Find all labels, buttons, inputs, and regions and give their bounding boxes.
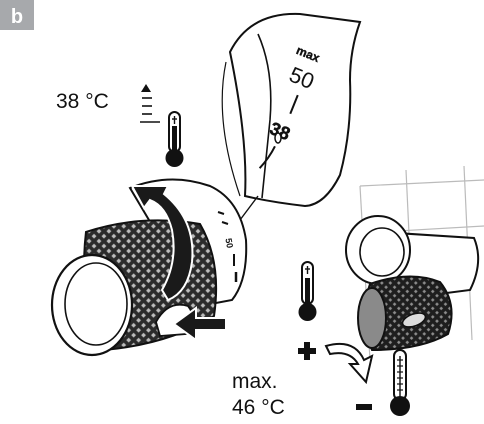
callout-index-dot [274,132,282,144]
callout-inner-edge [257,33,272,199]
arrow-up-icon [141,84,151,92]
thermostatic-knob: 50 [50,178,248,357]
callout-card [228,12,362,208]
max-temperature-label: max. [232,370,278,393]
mini-scale-ticks [140,97,160,123]
knob-scale-50: 50 [223,237,235,249]
curved-arrow-icon [324,342,374,385]
installed-valve [345,165,484,361]
panel-badge-label: b [11,6,23,28]
minus-icon [356,404,372,410]
adjust-direction [298,342,410,416]
plus-icon [298,342,316,360]
callout-shadow-edge [221,61,241,197]
knob-end-cap-face [64,262,128,346]
callout-tick [289,94,299,115]
panel-badge: b [0,0,34,30]
thermometer-icon [165,111,184,167]
top-temperature-value: 38 °C [56,90,109,113]
max-temperature-reading: max. 46 °C [232,370,285,419]
valve-lock-button [401,312,427,328]
valve-knob-cap [357,287,387,349]
max-temperature-value: 46 °C [232,396,285,419]
scale-callout: max 50 38 [221,12,362,229]
knob-scale: 50 [217,211,238,282]
rotate-arrow-icon [130,185,194,302]
valve-collar-inner [359,227,405,277]
panel-badge-box [0,0,34,30]
top-temperature-reading: 38 °C [56,84,184,167]
thermometer-icon [298,261,317,321]
push-arrow-icon [172,306,227,342]
callout-lower-mark [258,145,276,169]
thermometer-icon [390,349,410,416]
